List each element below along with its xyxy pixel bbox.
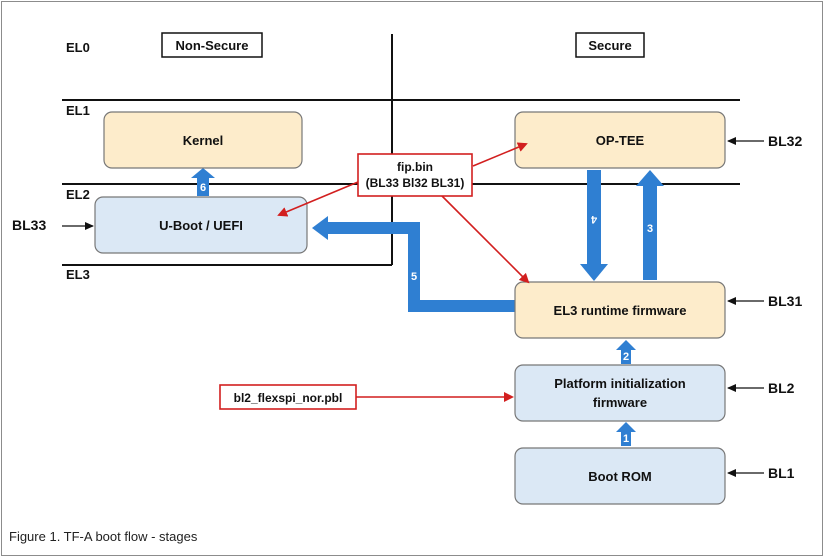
kernel-label: Kernel [183,133,223,148]
non-secure-header: Non-Secure [176,38,249,53]
bl1-label: BL1 [768,465,795,481]
el1-label: EL1 [66,103,90,118]
fip-callout-line1: fip.bin [397,160,433,174]
el0-label: EL0 [66,40,90,55]
el2-label: EL2 [66,187,90,202]
flow-step-1-arrow [616,422,636,446]
bl33-label: BL33 [12,217,46,233]
el3-runtime-label: EL3 runtime firmware [554,303,687,318]
bl2-label: BL2 [768,380,795,396]
platform-init-label-line1: Platform initialization [554,376,686,391]
platform-init-label-line2: firmware [593,395,647,410]
flow-step-2-arrow [616,340,636,364]
flow-step-5-label: 5 [411,271,417,283]
el3-runtime-box [514,281,726,339]
optee-label: OP-TEE [596,133,645,148]
uboot-box [94,196,308,254]
fip-callout-box [357,153,473,197]
uboot-label: U-Boot / UEFI [159,218,243,233]
flow-step-2-label: 2 [623,351,629,363]
flow-step-4-label: 4 [590,213,597,225]
el3-label: EL3 [66,267,90,282]
flow-step-3-arrow [636,170,664,280]
flow-step-5-arrow [312,216,515,312]
flow-step-3-label: 3 [647,223,653,235]
fip-to-uboot-arrow [277,181,359,217]
platform-init-box [514,364,726,422]
boot-rom-box [514,447,726,505]
flow-step-6-label: 6 [200,182,206,194]
fip-to-el3-arrow [439,193,530,284]
non-secure-header-box [161,32,263,58]
secure-header-box [575,32,645,58]
figure-caption: Figure 1. TF-A boot flow - stages [9,529,198,544]
flow-step-1-label: 1 [623,433,629,445]
flow-step-6-arrow [191,168,215,196]
kernel-box [103,111,303,169]
bl32-label: BL32 [768,133,802,149]
optee-box [514,111,726,169]
flow-arrows [191,168,664,446]
flow-step-4-arrow [580,170,608,281]
fip-to-optee-arrow [472,142,528,167]
boot-rom-label: Boot ROM [588,469,652,484]
bl31-label: BL31 [768,293,802,309]
secure-header: Secure [588,38,631,53]
bl2-image-callout: bl2_flexspi_nor.pbl [234,391,343,405]
bl2-image-callout-box [219,384,357,410]
fip-callout-line2: (BL33 Bl32 BL31) [366,176,465,190]
